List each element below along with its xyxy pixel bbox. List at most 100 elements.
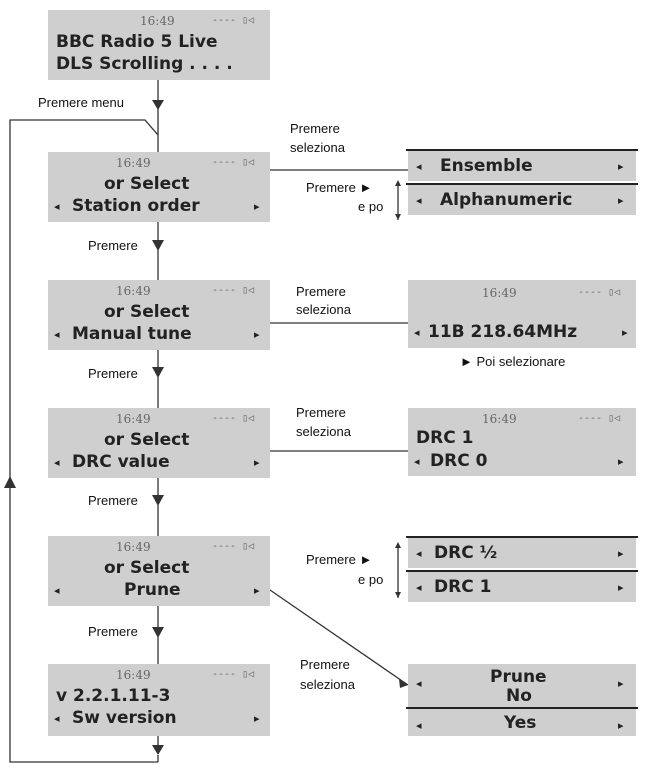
seleziona-label: seleziona (296, 302, 351, 317)
clock-text: 16:49 (116, 668, 151, 682)
premere-label: Premere (296, 284, 346, 299)
prune-title: Prune (490, 667, 547, 687)
menu-option: Manual tune (72, 324, 192, 344)
option-text: DRC 1 (434, 577, 492, 597)
option-text: Alphanumeric (440, 190, 573, 210)
prune-no: No (506, 686, 532, 706)
right-arrow-icon: ▸ (618, 678, 624, 690)
premere-label: Premere (88, 238, 138, 253)
drc-current: DRC 1 (416, 428, 474, 448)
left-arrow-icon: ◂ (54, 201, 60, 213)
poi-selezionare-label: ► Poi selezionare (460, 354, 566, 369)
arrow-right-icon (399, 679, 408, 688)
clock-text: 16:49 (116, 284, 151, 298)
lcd-screen-drc-value: 16:49 ---- ▯◁ or Select ◂ DRC value ▸ (48, 408, 270, 478)
left-arrow-icon: ◂ (54, 457, 60, 469)
arrow-up-icon (395, 180, 401, 186)
left-arrow-icon: ◂ (54, 329, 60, 341)
lcd-screen-sw-version: 16:49 ---- ▯◁ v 2.2.1.11-3 ◂ Sw version … (48, 664, 270, 736)
frequency-text: 11B 218.64MHz (428, 322, 578, 342)
seleziona-label: seleziona (290, 140, 345, 155)
lcd-option-alphanumeric: ◂ Alphanumeric ▸ (408, 185, 636, 215)
version-number: v 2.2.1.11-3 (56, 686, 171, 706)
prune-yes: Yes (504, 713, 537, 733)
or-select-text: or Select (104, 430, 190, 450)
right-arrow-icon: ▸ (254, 713, 260, 725)
right-arrow-icon: ▸ (618, 548, 624, 560)
signal-icon: ---- ▯◁ (212, 15, 255, 26)
divider-line (406, 149, 638, 151)
or-select-text: or Select (104, 558, 190, 578)
menu-option: Prune (124, 580, 181, 600)
lcd-option-drc-1: ◂ DRC 1 ▸ (408, 572, 636, 602)
left-arrow-icon: ◂ (416, 678, 422, 690)
signal-icon: ---- ▯◁ (212, 157, 255, 168)
signal-icon: ---- ▯◁ (578, 287, 621, 298)
left-arrow-icon: ◂ (54, 585, 60, 597)
arrow-down-icon (395, 214, 401, 220)
clock-text: 16:49 (482, 412, 517, 426)
left-arrow-icon: ◂ (416, 582, 422, 594)
seleziona-label: seleziona (300, 677, 355, 692)
left-arrow-icon: ◂ (414, 327, 420, 339)
seleziona-label: seleziona (296, 424, 351, 439)
drc-option: DRC 0 (430, 451, 488, 471)
left-arrow-icon: ◂ (414, 456, 420, 468)
e-po-label: e po (358, 572, 384, 587)
arrow-up-icon (4, 476, 16, 488)
signal-icon: ---- ▯◁ (212, 669, 255, 680)
lcd-prune-confirm: Prune ◂ ▸ No ◂ Yes ▸ (408, 664, 636, 736)
premere-arrow-label: Premere ► (306, 552, 373, 567)
arrow-down-icon (152, 240, 164, 251)
right-arrow-icon: ▸ (254, 457, 260, 469)
right-arrow-icon: ▸ (618, 720, 624, 732)
option-text: Ensemble (440, 156, 533, 176)
signal-icon: ---- ▯◁ (578, 413, 621, 424)
clock-text: 16:49 (482, 286, 517, 300)
clock-text: 16:49 (116, 540, 151, 554)
left-arrow-icon: ◂ (416, 161, 422, 173)
divider-line (406, 570, 638, 572)
lcd-option-drc-half: ◂ DRC ½ ▸ (408, 538, 636, 568)
arrow-down-icon (152, 100, 164, 110)
clock-text: 16:49 (140, 14, 175, 28)
right-arrow-icon: ▸ (618, 161, 624, 173)
premere-menu-label: Premere menu (38, 95, 124, 110)
right-arrow-icon: ▸ (254, 329, 260, 341)
or-select-text: or Select (104, 174, 190, 194)
lcd-screen-prune: 16:49 ---- ▯◁ or Select ◂ Prune ▸ (48, 536, 270, 606)
premere-label: Premere (88, 366, 138, 381)
right-arrow-icon: ▸ (622, 327, 628, 339)
lcd-manual-frequency: 16:49 ---- ▯◁ ◂ 11B 218.64MHz ▸ (408, 280, 636, 348)
right-arrow-icon: ▸ (254, 201, 260, 213)
arrow-down-icon (152, 745, 164, 755)
premere-arrow-label: Premere ► (306, 180, 373, 195)
clock-text: 16:49 (116, 412, 151, 426)
signal-icon: ---- ▯◁ (212, 413, 255, 424)
dls-text: DLS Scrolling . . . . (56, 54, 233, 74)
lcd-screen-manual-tune: 16:49 ---- ▯◁ or Select ◂ Manual tune ▸ (48, 280, 270, 350)
right-arrow-icon: ▸ (618, 195, 624, 207)
arrow-down-icon (152, 367, 164, 378)
station-name: BBC Radio 5 Live (56, 32, 218, 52)
or-select-text: or Select (104, 302, 190, 322)
lcd-screen-station-order: 16:49 ---- ▯◁ or Select ◂ Station order … (48, 152, 270, 222)
lcd-drc-screen: 16:49 ---- ▯◁ DRC 1 ◂ DRC 0 ▸ (408, 408, 636, 476)
right-arrow-icon: ▸ (618, 582, 624, 594)
left-arrow-icon: ◂ (54, 713, 60, 725)
menu-option: Station order (72, 196, 200, 216)
menu-option: Sw version (72, 708, 177, 728)
menu-option: DRC value (72, 452, 170, 472)
option-text: DRC ½ (434, 543, 498, 563)
left-arrow-icon: ◂ (416, 195, 422, 207)
premere-label: Premere (290, 121, 340, 136)
lcd-option-ensemble: ◂ Ensemble ▸ (408, 151, 636, 181)
premere-label: Premere (88, 624, 138, 639)
clock-text: 16:49 (116, 156, 151, 170)
signal-icon: ---- ▯◁ (212, 541, 255, 552)
arrow-up-icon (395, 542, 401, 548)
right-arrow-icon: ▸ (254, 585, 260, 597)
right-arrow-icon: ▸ (618, 456, 624, 468)
signal-icon: ---- ▯◁ (212, 285, 255, 296)
